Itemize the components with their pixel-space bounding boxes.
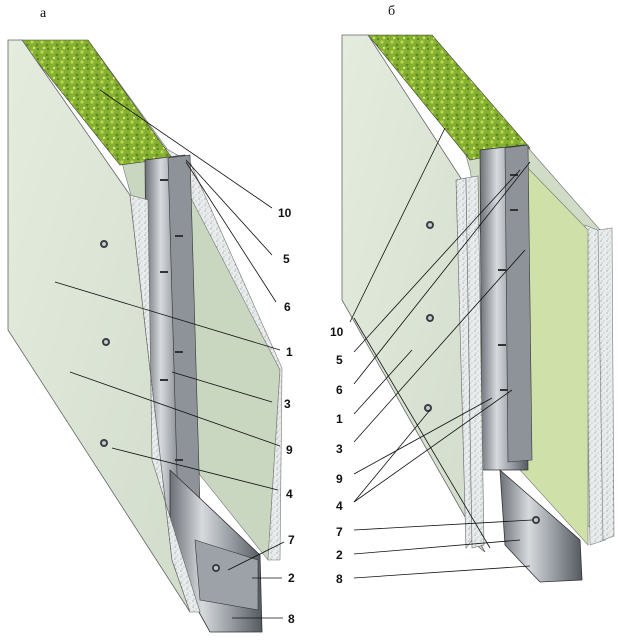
callout-b-7: 7 [336,525,343,539]
callout-a-6: 6 [284,300,291,314]
callout-b-5: 5 [336,353,343,367]
screw-icon [532,516,540,524]
panel-b-drawing [341,34,615,583]
panel-a-bottom-track-web [194,539,259,611]
panel-a-title: а [40,6,47,21]
panel-b-insulation [367,34,531,161]
panel-b-rear-board-edge-2 [597,227,615,541]
callout-a-5: 5 [283,252,290,266]
callout-a-8: 8 [288,612,295,626]
stud-screws [160,179,183,461]
panel-b-title: б [388,4,396,19]
callout-a-10: 10 [278,206,292,220]
callout-a-1: 1 [286,345,293,359]
stud-screws-b [498,174,518,391]
callout-a-2: 2 [288,571,295,585]
screw-icon [212,564,220,572]
screw-icon [426,221,434,229]
screw-icon [426,314,434,322]
panel-a-leaders [54,89,285,619]
screw-icon [424,404,432,412]
callout-b-2: 2 [336,548,343,562]
panel-a-drawing [7,39,285,633]
panel-b-leaders [349,127,533,579]
panel-a-front-board-edge [129,194,201,613]
callout-a-9: 9 [286,443,293,457]
callout-b-10: 10 [330,325,344,339]
callout-b-4: 4 [336,499,343,513]
screw-icon [100,439,108,447]
callout-b-6: 6 [336,383,343,397]
callout-b-8: 8 [336,572,343,586]
callout-a-7: 7 [288,533,295,547]
callout-b-1: 1 [336,412,343,426]
callout-b-9: 9 [336,472,343,486]
panel-b-stud-flange [504,144,533,463]
panel-b-bottom-track [499,469,583,583]
callout-a-4: 4 [286,487,293,501]
screw-icon [102,338,110,346]
screw-icon [100,240,108,248]
callout-b-3: 3 [336,442,343,456]
callout-a-3: 3 [284,397,291,411]
panel-b-front-board-edge-2 [465,175,485,549]
